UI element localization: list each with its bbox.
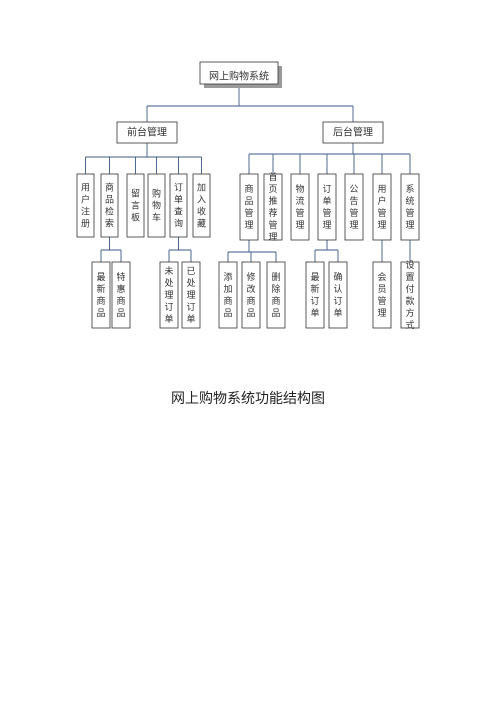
frontend-modules: 用户注册 商品检索 留言板 购物车 订单查询 加入收藏 [76,173,211,238]
frontend-module-0-label: 用户注册 [81,183,90,230]
backend-module-3-label: 订单管理 [322,184,331,231]
frontend-module-4: 订单查询 [169,173,188,238]
backend-module-6: 系统管理 [400,173,420,241]
root-node: 网上购物系统 [199,61,282,88]
backend-label: 后台管理 [333,126,373,139]
leaf-node-1-label: 特惠商品 [116,271,125,319]
backend-node: 后台管理 [322,121,384,144]
backend-module-4-label: 公告管理 [349,184,358,231]
backend-modules: 商品管理 首页推荐管理 物流管理 订单管理 公告管理 用户管理 系统管理 [239,171,420,243]
leaf-node-7: 最新订单 [305,261,325,329]
leaf-node-9: 会员管理 [372,261,392,329]
leaf-node-4: 添加商品 [218,261,238,329]
backend-module-5-label: 用户管理 [377,184,386,231]
leaf-node-0-label: 最新商品 [96,272,105,319]
backend-module-3: 订单管理 [317,173,337,241]
leaf-node-0: 最新商品 [91,261,111,329]
frontend-module-5: 加入收藏 [192,173,211,238]
leaf-node-8-label: 确认订单 [333,271,342,319]
diagram-caption: 网上购物系统功能结构图 [171,391,325,407]
frontend-module-2: 留言板 [126,173,145,238]
frontend-module-4-label: 订单查询 [174,183,183,230]
leaf-node-2-label: 未处理订单 [164,265,173,325]
frontend-module-1: 商品检索 [100,173,119,238]
leaf-node-9-label: 会员管理 [377,271,386,319]
leaf-node-10: 设置付款方式 [400,260,420,331]
frontend-module-0: 用户注册 [76,173,95,238]
backend-module-2: 物流管理 [290,173,310,241]
backend-module-0-label: 商品管理 [244,183,253,231]
backend-module-4: 公告管理 [344,173,364,241]
leaf-node-4-label: 添加商品 [223,272,232,319]
backend-module-0: 商品管理 [239,173,259,241]
backend-module-6-label: 系统管理 [405,184,414,231]
frontend-module-2-label: 留言板 [131,188,140,224]
leaf-node-3: 已处理订单 [181,261,201,329]
frontend-label: 前台管理 [127,126,167,139]
leaf-node-10-label: 设置付款方式 [405,260,414,331]
connector-lines [85,84,411,262]
frontend-node: 前台管理 [116,121,178,144]
leaf-node-7-label: 最新订单 [310,272,319,319]
frontend-module-3-label: 购物车 [152,188,161,224]
leaf-node-2: 未处理订单 [159,261,179,329]
frontend-module-5-label: 加入收藏 [197,183,206,230]
backend-module-5: 用户管理 [372,173,392,241]
leaf-node-8: 确认订单 [328,261,348,329]
backend-module-1-label: 首页推荐管理 [268,171,277,243]
leaf-node-6-label: 删除商品 [271,272,280,319]
leaf-node-5: 修改商品 [241,261,261,329]
root-label: 网上购物系统 [209,70,269,83]
leaf-node-6: 删除商品 [266,261,286,329]
leaf-node-5-label: 修改商品 [246,271,255,319]
frontend-module-3: 购物车 [147,173,166,238]
leaf-node-1: 特惠商品 [111,261,131,329]
frontend-module-1-label: 商品检索 [105,182,114,230]
backend-module-2-label: 物流管理 [295,183,304,231]
leaf-nodes: 最新商品 特惠商品 未处理订单 已处理订单 添加商品 修改商品 删除商品 最新订单 确认订单 会员… [91,260,420,331]
leaf-node-3-label: 已处理订单 [186,266,195,325]
backend-module-1: 首页推荐管理 [263,171,283,243]
